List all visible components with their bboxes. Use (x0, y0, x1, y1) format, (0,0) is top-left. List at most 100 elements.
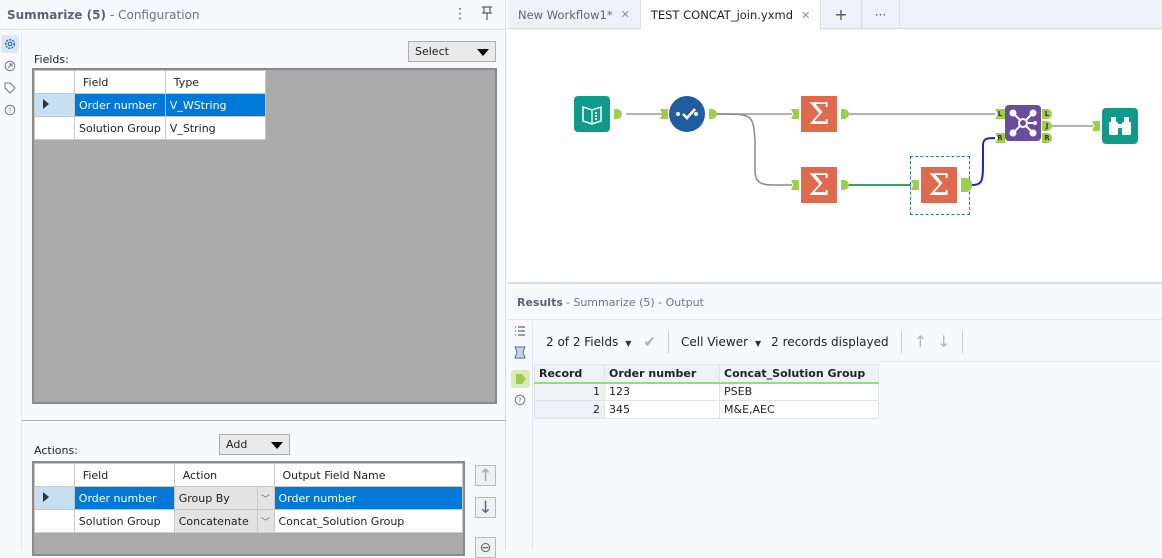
results-panel: Results - Summarize (5) - Output ? 2 of … (508, 286, 1162, 550)
table-row[interactable]: 2 345 M&E,AEC (534, 400, 879, 419)
concat-cell[interactable]: PSEB (719, 382, 879, 401)
pin-icon[interactable] (481, 6, 493, 24)
order-number-cell[interactable]: 123 (604, 382, 720, 401)
table-row[interactable]: Solution Group V_String (34, 116, 266, 140)
row-selector[interactable] (34, 509, 75, 533)
list-icon[interactable] (514, 325, 532, 340)
type-cell[interactable]: V_WString (164, 93, 266, 117)
actions-grid: Field Action Output Field Name Order num… (32, 461, 465, 556)
output-anchor[interactable] (614, 109, 622, 119)
move-up-button[interactable]: ↑ (475, 465, 496, 486)
add-tab-button[interactable]: + (821, 0, 862, 29)
row-selector[interactable] (34, 116, 75, 140)
row-pointer-icon (43, 98, 49, 109)
tab-label: New Workflow1* (518, 7, 613, 22)
output-anchor[interactable] (961, 178, 972, 192)
move-down-button[interactable]: ↓ (475, 497, 496, 518)
row-selector[interactable] (34, 486, 75, 510)
input-anchor[interactable] (1092, 121, 1100, 131)
summarize-tool-1[interactable]: Σ (801, 96, 837, 132)
workflow-canvas[interactable]: Σ Σ Σ L R L J R (508, 30, 1162, 284)
output-cell[interactable]: Order number (273, 486, 463, 510)
workflow-tabs: New Workflow1* ✕ TEST CONCAT_join.yxmd✕ +… (508, 0, 1162, 30)
table-row[interactable]: Order number V_WString (34, 93, 266, 117)
join-tool[interactable] (1005, 105, 1041, 141)
concat-cell[interactable]: M&E,AEC (719, 400, 879, 419)
select-tool[interactable] (669, 96, 705, 132)
record-cell: 1 (534, 382, 605, 401)
fields-dropdown[interactable]: 2 of 2 Fields▼ (546, 335, 631, 349)
chevron-down-icon[interactable]: ﹀ (256, 510, 274, 532)
tag-icon[interactable] (1, 79, 19, 97)
checkmark-icon[interactable]: ✔ (643, 332, 656, 351)
remove-button[interactable]: ⊖ (475, 537, 496, 558)
join-right-input-anchor[interactable]: R (995, 133, 1005, 143)
help-icon[interactable]: ? (514, 394, 532, 409)
field-cell[interactable]: Order number (74, 93, 166, 117)
close-icon[interactable]: ✕ (620, 8, 630, 21)
column-header-type[interactable]: Type (164, 70, 266, 94)
column-header-concat-solution-group[interactable]: Concat_Solution Group (719, 364, 879, 384)
book-icon (582, 105, 602, 125)
input-anchor[interactable] (791, 180, 799, 190)
divider (667, 330, 669, 353)
table-row[interactable]: 1 123 PSEB (534, 382, 879, 401)
join-output-anchor[interactable]: J (1042, 121, 1052, 131)
browse-tool[interactable] (1102, 108, 1138, 144)
arrow-circle-icon[interactable] (1, 57, 19, 75)
column-header-action[interactable]: Action (173, 463, 275, 487)
action-select[interactable]: Group By ﹀ (173, 486, 275, 510)
gear-icon[interactable] (1, 35, 19, 53)
action-select[interactable]: Concatenate﹀ (173, 509, 275, 533)
column-header-order-number[interactable]: Order number (604, 364, 720, 384)
results-toolbar: 2 of 2 Fields▼ ✔ Cell Viewer▼ 2 records … (534, 322, 1162, 362)
more-tabs-button[interactable]: ··· (862, 0, 901, 29)
input-data-tool[interactable] (574, 96, 610, 132)
output-cell[interactable]: Concat_Solution Group (273, 509, 463, 533)
configuration-panel: Summarize (5) - Configuration ⋮ ? Fields… (0, 0, 506, 558)
order-number-cell[interactable]: 345 (604, 400, 720, 419)
join-left-input-anchor[interactable]: L (995, 109, 1005, 119)
pane-splitter[interactable] (22, 420, 506, 421)
connections (626, 113, 1093, 186)
results-side-toolbar: ? (508, 321, 533, 550)
field-cell[interactable]: Solution Group (73, 509, 175, 533)
type-cell[interactable]: V_String (164, 116, 266, 140)
row-selector[interactable] (34, 93, 75, 117)
more-icon[interactable]: ⋮ (453, 6, 467, 22)
results-title: Results (517, 296, 563, 309)
action-value: Group By (178, 491, 230, 505)
input-anchor[interactable] (660, 109, 668, 119)
sigma-icon: Σ (808, 96, 830, 132)
table-row[interactable]: Solution Group Concatenate﹀ Concat_Solut… (34, 509, 463, 533)
tab-test-concat-join[interactable]: TEST CONCAT_join.yxmd✕ (640, 0, 822, 30)
join-right-output-anchor[interactable]: R (1042, 133, 1052, 143)
chevron-down-icon[interactable]: ﹀ (256, 487, 274, 509)
arrow-down-icon[interactable]: ↓ (937, 332, 951, 351)
help-icon[interactable]: ? (1, 101, 19, 119)
field-cell[interactable]: Solution Group (74, 116, 166, 140)
tab-new-workflow1[interactable]: New Workflow1* ✕ (508, 0, 641, 29)
metadata-icon[interactable] (514, 346, 532, 362)
column-header-record[interactable]: Record (534, 364, 605, 384)
column-header-field[interactable]: Field (73, 463, 175, 487)
summarize-tool-2[interactable]: Σ (801, 167, 837, 203)
input-anchor[interactable] (911, 180, 919, 190)
column-header-output[interactable]: Output Field Name (273, 463, 463, 487)
add-dropdown[interactable]: Add (219, 434, 290, 455)
output-anchor[interactable] (841, 180, 849, 190)
config-side-toolbar: ? (0, 31, 22, 550)
column-header-field[interactable]: Field (74, 70, 166, 94)
arrow-up-icon[interactable]: ↑ (913, 332, 928, 351)
summarize-tool-5[interactable]: Σ (921, 167, 957, 203)
join-left-output-anchor[interactable]: L (1042, 109, 1052, 119)
output-anchor[interactable] (841, 109, 849, 119)
select-dropdown[interactable]: Select (408, 41, 496, 62)
table-row[interactable]: Order number Group By ﹀ Order number (34, 486, 463, 510)
close-icon[interactable]: ✕ (801, 8, 811, 22)
field-cell[interactable]: Order number (73, 486, 175, 510)
input-anchor[interactable] (791, 109, 799, 119)
output-anchor-icon[interactable] (511, 370, 530, 388)
cell-viewer-dropdown[interactable]: Cell Viewer▼ (681, 335, 761, 349)
output-anchor[interactable] (709, 109, 717, 119)
